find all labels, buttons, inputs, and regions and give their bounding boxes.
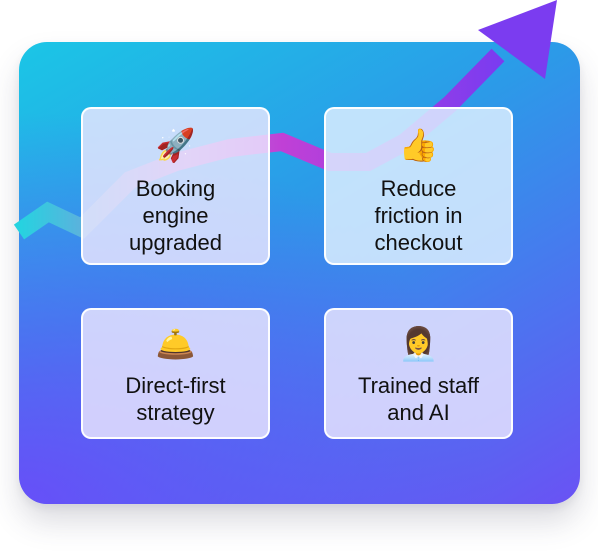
service-bell-icon: 🛎️ (155, 325, 196, 363)
arrow-head (478, 0, 557, 79)
card-label: Direct-first strategy (125, 373, 226, 425)
card-booking-engine: 🚀 Booking engine upgraded (81, 107, 270, 265)
thumbs-up-icon: 👍 (398, 126, 439, 164)
card-reduce-friction: 👍 Reduce friction in checkout (324, 107, 513, 265)
woman-office-worker-icon: 👩‍💼 (398, 325, 439, 363)
card-label: Reduce friction in checkout (374, 176, 463, 255)
rocket-icon: 🚀 (155, 126, 196, 164)
card-trained-staff: 👩‍💼 Trained staff and AI (324, 308, 513, 439)
card-label: Booking engine upgraded (129, 176, 222, 255)
card-label: Trained staff and AI (357, 373, 480, 425)
card-direct-first: 🛎️ Direct-first strategy (81, 308, 270, 439)
